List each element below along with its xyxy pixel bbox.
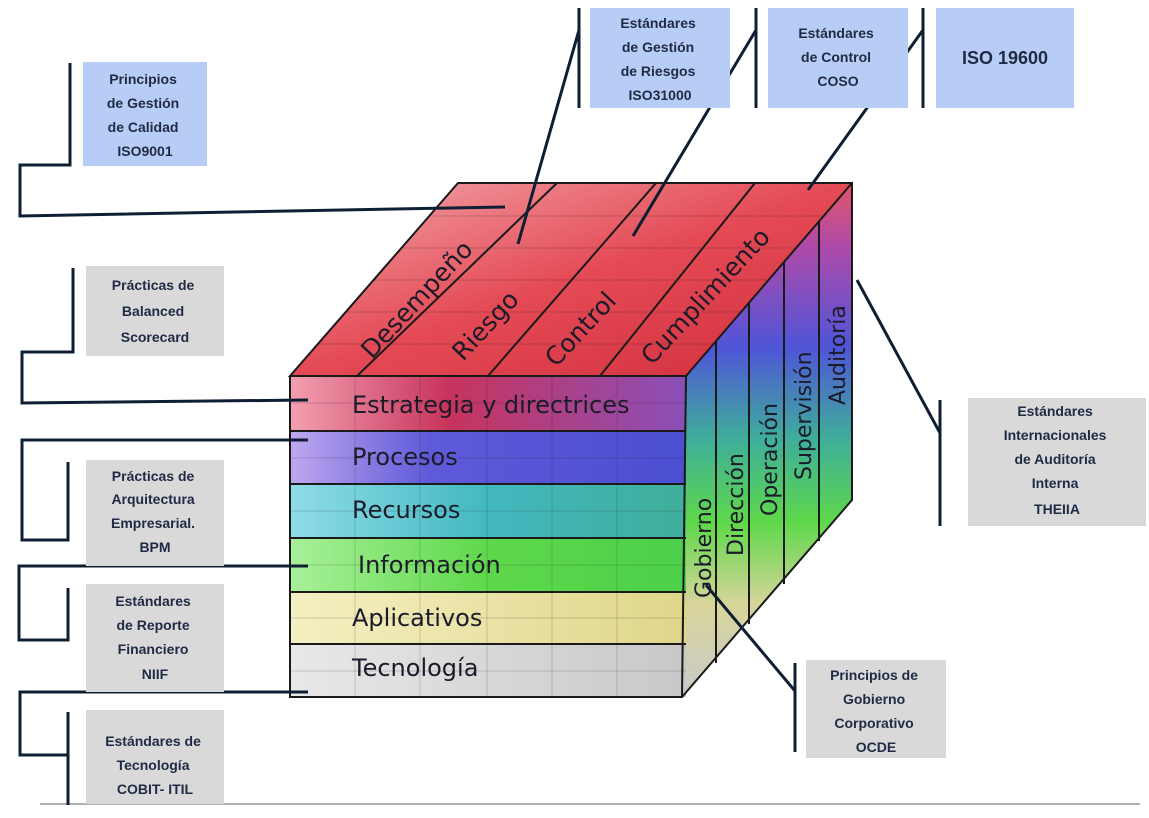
side-label-gobierno: Gobierno — [692, 498, 717, 598]
standard-box-coso — [768, 8, 908, 108]
standard-box-iso9001 — [83, 62, 207, 166]
standard-label-theiia: Estándares Internacionales de Auditoría … — [1004, 403, 1111, 517]
standard-label-coso: Estándares de Control COSO — [798, 25, 877, 89]
standard-box-theiia — [968, 398, 1146, 526]
standard-label-iso9001: Principios de Gestión de Calidad ISO9001 — [107, 71, 183, 159]
side-label-supervision: Supervisión — [792, 351, 817, 480]
standard-label-iso31000: Estándares de Gestión de Riesgos ISO3100… — [620, 15, 699, 103]
standard-label-niif: Estándares de Reporte Financiero NIIF — [115, 593, 194, 682]
standard-box-iso31000 — [590, 8, 730, 108]
layer-processes-band — [290, 431, 686, 484]
cube: Desempeño Riesgo Control Cumplimiento Es… — [287, 181, 854, 699]
standard-box-niif — [86, 584, 224, 692]
standard-box-iso19600 — [936, 8, 1074, 108]
side-label-operacion: Operación — [758, 403, 783, 516]
standard-label-iso19600: ISO 19600 — [962, 48, 1048, 68]
connectors — [17, 8, 942, 805]
standard-box-ocde — [806, 660, 946, 758]
side-label-direccion: Dirección — [724, 453, 749, 556]
standard-box-cobit-itil — [86, 710, 224, 804]
standard-box-bpm — [86, 460, 224, 566]
layer-strategy-band — [290, 376, 686, 431]
layer-applications-band — [290, 592, 686, 644]
layer-label-information: Información — [358, 551, 501, 579]
standard-label-balanced-scorecard: Prácticas de Balanced Scorecard — [112, 277, 198, 345]
standard-label-cobit-itil: Estándares de Tecnología COBIT- ITIL — [105, 733, 205, 797]
standard-label-bpm: Prácticas de Arquitectura Empresarial. B… — [111, 468, 199, 555]
standard-box-balanced-scorecard — [86, 266, 224, 356]
layer-label-technology: Tecnología — [351, 654, 478, 682]
standard-label-ocde: Principios de Gobierno Corporativo OCDE — [830, 667, 922, 755]
layer-information-band — [290, 538, 686, 592]
layer-label-strategy: Estrategia y directrices — [352, 391, 630, 419]
side-label-auditoria: Auditoría — [826, 305, 851, 405]
layer-label-resources: Recursos — [352, 496, 460, 524]
layer-technology-band — [290, 644, 686, 697]
layer-label-applications: Aplicativos — [352, 604, 482, 632]
layer-resources-band — [290, 484, 686, 538]
layer-label-processes: Procesos — [352, 443, 458, 471]
